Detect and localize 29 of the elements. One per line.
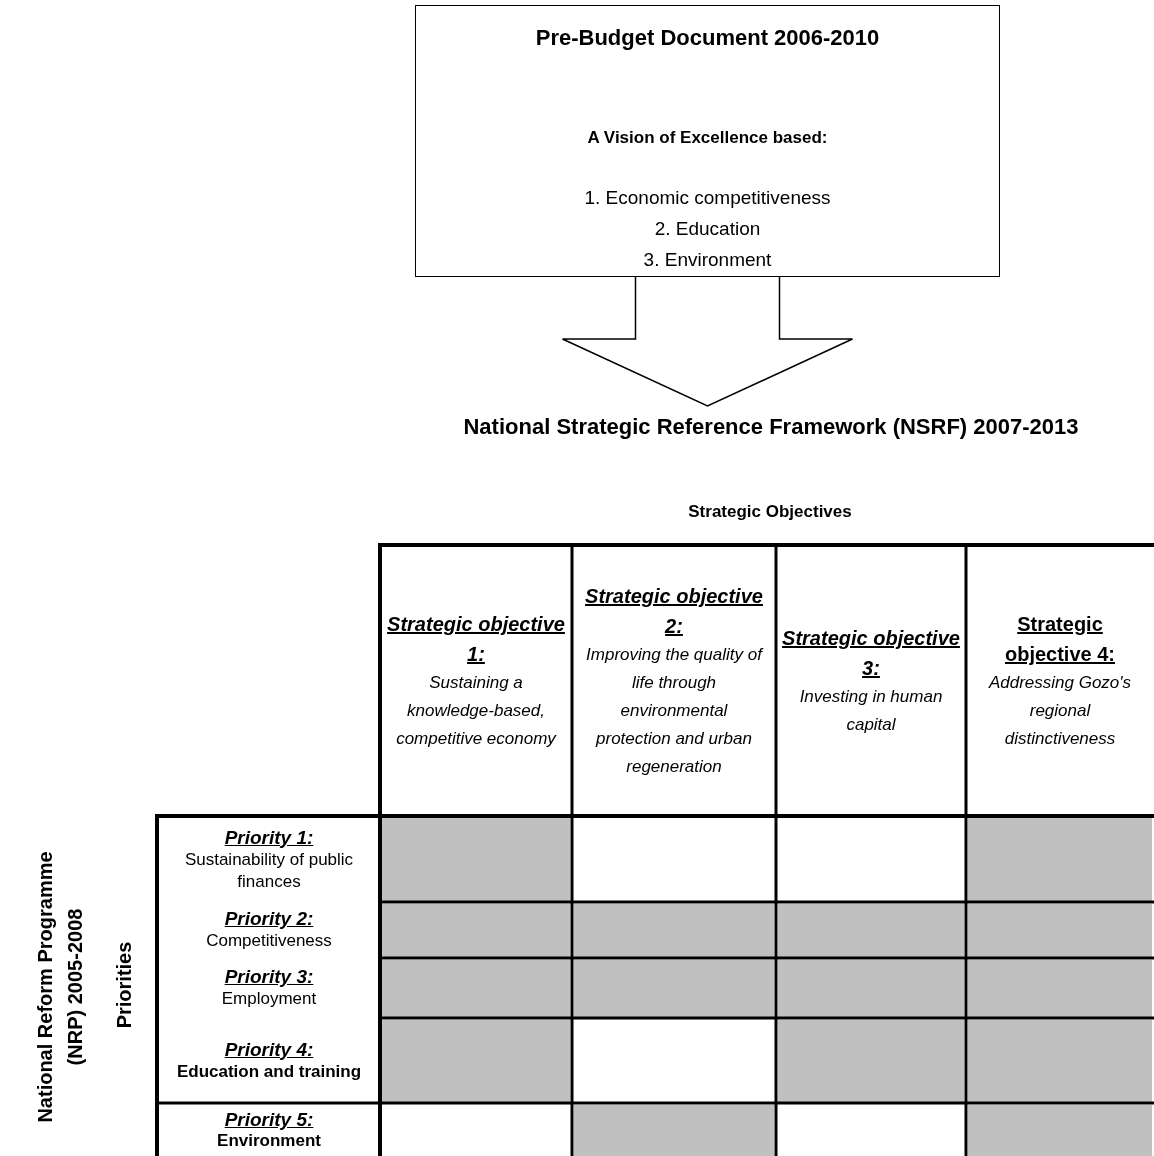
column-heading: Strategic objective 3: — [782, 626, 960, 681]
block-arrow — [561, 276, 854, 407]
column-heading: Strategic objective 2: — [584, 584, 764, 639]
subtitle-text: A Vision of Excellence based: — [586, 127, 829, 149]
column-heading: Strategic objective 4: — [1003, 612, 1116, 667]
row-axis-title: Priorities — [112, 941, 136, 1029]
column-description: Investing in human capital — [798, 686, 944, 736]
row-description: Education and training — [176, 1060, 362, 1083]
title-text: Pre-Budget Document 2006-2010 — [534, 24, 881, 52]
column-description: Improving the quality of life through environmental protection and urban regeneration — [585, 644, 765, 778]
document-box — [415, 5, 1000, 277]
row-description: Environment — [217, 1131, 321, 1151]
column-heading: Strategic objective 1: — [386, 612, 566, 667]
row-heading: Priority 4: — [224, 1038, 314, 1061]
row-heading: Priority 2: — [224, 908, 314, 930]
list-item: 3. Environment — [642, 248, 773, 272]
list-item: 2. Education — [653, 217, 762, 241]
column-description: Addressing Gozo's regional distinctiveness — [987, 672, 1133, 750]
row-description: Sustainability of public finances — [183, 848, 355, 893]
row-description: Employment — [221, 988, 317, 1010]
list-item: 1. Economic competitiveness — [583, 186, 832, 210]
row-description: Competitiveness — [206, 930, 332, 952]
column-description: Sustaining a knowledge-based, competitive economy — [395, 672, 558, 750]
row-heading: Priority 1: — [224, 826, 314, 849]
row-axis-title: National Reform Programme (NRP) 2005-2008 — [33, 850, 87, 1125]
section-heading: National Strategic Reference Framework (NSRF) 2007-2013 — [461, 408, 1081, 445]
row-heading: Priority 3: — [224, 966, 314, 988]
row-heading: Priority 5: — [224, 1109, 314, 1131]
subheading: Strategic Objectives — [687, 501, 853, 523]
